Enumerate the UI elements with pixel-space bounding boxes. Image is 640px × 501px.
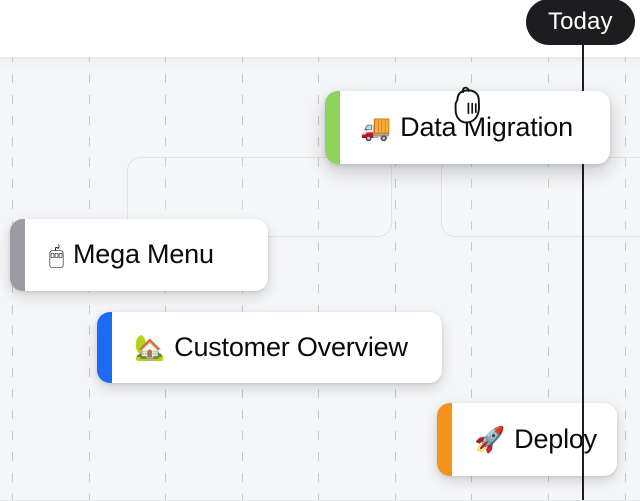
- truck-emoji: 🚚: [360, 113, 392, 142]
- computer-mouse-emoji: 🖱: [49, 240, 65, 270]
- task-card-mega-menu[interactable]: 🖱 Mega Menu: [10, 219, 268, 291]
- card-body: 🚚 Data Migration: [340, 91, 610, 164]
- card-title: Customer Overview: [174, 331, 408, 362]
- today-marker-line: [582, 33, 584, 501]
- grid-line: [471, 57, 472, 501]
- grid-line: [395, 57, 396, 501]
- grid-line: [548, 57, 549, 501]
- house-with-garden-emoji: 🏡: [134, 333, 166, 362]
- task-card-data-migration[interactable]: 🚚 Data Migration: [325, 91, 610, 164]
- rocket-emoji: 🚀: [474, 425, 506, 454]
- grid-line: [625, 57, 626, 501]
- card-accent-bar: [437, 403, 452, 476]
- card-accent-bar: [10, 219, 25, 291]
- placeholder-slot-right[interactable]: [441, 157, 640, 237]
- task-card-customer-overview[interactable]: 🏡 Customer Overview: [97, 312, 442, 383]
- card-accent-bar: [97, 312, 112, 383]
- card-body: 🖱 Mega Menu: [25, 219, 268, 291]
- card-body: 🏡 Customer Overview: [112, 312, 442, 383]
- card-title: Deploy: [514, 423, 597, 454]
- card-body: 🚀 Deploy: [452, 403, 617, 476]
- card-title: Mega Menu: [73, 239, 214, 270]
- task-card-deploy[interactable]: 🚀 Deploy: [437, 403, 617, 476]
- card-accent-bar: [325, 91, 340, 164]
- today-badge-label: Today: [548, 8, 613, 35]
- today-badge[interactable]: Today: [526, 0, 635, 45]
- grid-line: [318, 57, 319, 501]
- card-title: Data Migration: [400, 111, 573, 142]
